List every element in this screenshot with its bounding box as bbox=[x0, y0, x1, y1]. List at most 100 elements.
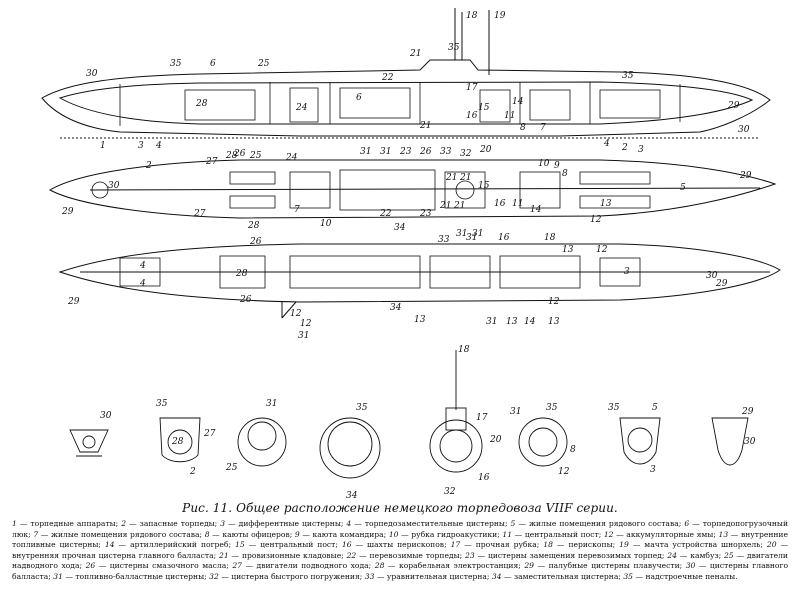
legend-text: двигатели подводного хода; bbox=[256, 561, 372, 571]
label-28-deck: 28 bbox=[225, 151, 238, 161]
label-9-deck: 9 bbox=[554, 161, 560, 171]
lower-plan-view bbox=[58, 243, 781, 319]
label-4b-profile: 4 bbox=[603, 139, 610, 149]
legend-text: палубные цистерны плавучести; bbox=[548, 561, 683, 571]
legend-text: цистерны смазочного масла; bbox=[109, 561, 229, 571]
label-28-lower: 28 bbox=[235, 269, 248, 279]
label-30-deck: 30 bbox=[108, 181, 120, 191]
legend-text: цистерны замещения перевозимых торпед; bbox=[487, 550, 665, 560]
legend-number: 23 bbox=[465, 550, 475, 560]
legend-number: 9 bbox=[294, 529, 300, 539]
legend-number: 22 bbox=[346, 550, 357, 560]
label-26-lower: 26 bbox=[249, 237, 262, 247]
legend-number: 11 bbox=[502, 529, 513, 539]
legend-text: прочная рубка; bbox=[475, 540, 540, 550]
label-12b-lower: 12 bbox=[300, 319, 312, 329]
legend-number: 4 bbox=[346, 519, 352, 528]
label-23b-deck: 23 bbox=[419, 209, 432, 219]
label-27-section: 27 bbox=[203, 429, 216, 439]
label-8-deck: 8 bbox=[562, 169, 568, 179]
legend-number: 13 bbox=[718, 529, 729, 539]
label-20-profile: 20 bbox=[479, 145, 492, 155]
legend-number: 25 bbox=[723, 550, 734, 560]
legend-number: 19 bbox=[619, 540, 629, 550]
legend-text: надстроечные пеналы. bbox=[645, 571, 738, 581]
label-14-deck: 14 bbox=[530, 205, 542, 215]
legend-text: каюта командира; bbox=[312, 529, 387, 539]
label-30b-profile: 30 bbox=[738, 125, 750, 135]
label-35c-profile: 35 bbox=[622, 71, 634, 81]
legend-number: 5 bbox=[510, 519, 516, 528]
figure-caption: Рис. 11. Общее расположение немецкого то… bbox=[182, 501, 618, 515]
legend-number: 16 bbox=[341, 540, 352, 550]
label-12-deck: 12 bbox=[590, 215, 602, 225]
legend-number: 10 bbox=[388, 529, 399, 539]
legend-text: торпедозаместительные цистерны; bbox=[364, 519, 508, 528]
label-28-profile: 28 bbox=[195, 99, 208, 109]
legend-number: 24 bbox=[667, 550, 677, 560]
label-6b-profile: 6 bbox=[356, 93, 362, 103]
label-11-profile: 11 bbox=[504, 111, 515, 121]
legend-number: 2 bbox=[121, 519, 127, 528]
legend-text: центральный пост; bbox=[260, 540, 338, 550]
label-5-section: 5 bbox=[652, 403, 658, 413]
legend-number: 35 bbox=[623, 571, 634, 581]
label-27-deck: 27 bbox=[193, 209, 206, 219]
label-29-section: 29 bbox=[741, 407, 754, 417]
label-15-deck: 15 bbox=[478, 181, 490, 191]
legend-text: аккумуляторные ямы; bbox=[626, 529, 716, 539]
label-10b-deck: 10 bbox=[320, 219, 332, 229]
legend-text: мачта устройства шнорхель; bbox=[644, 540, 763, 550]
legend-text: рубка гидроакустики; bbox=[411, 529, 500, 539]
label-16-deck: 16 bbox=[494, 199, 506, 209]
label-35-profile: 35 bbox=[170, 59, 182, 69]
legend-number: 15 bbox=[235, 540, 245, 550]
legend-number: 31 bbox=[53, 571, 63, 581]
legend-number: 30 bbox=[685, 561, 696, 571]
legend-text: корабельная электростанция; bbox=[398, 561, 521, 571]
label-20-section: 20 bbox=[489, 435, 502, 445]
label-23-deck: 23 bbox=[399, 147, 412, 157]
label-31b-lower: 31 bbox=[466, 233, 477, 243]
label-31-deck: 31 bbox=[360, 147, 371, 157]
label-10-deck: 10 bbox=[538, 159, 550, 169]
label-31b-deck: 31 bbox=[380, 147, 391, 157]
callout-labels: 18 19 30 35 6 25 21 35 22 35 29 1 3 4 28… bbox=[61, 11, 756, 500]
label-13-deck: 13 bbox=[600, 199, 612, 209]
label-4-profile: 4 bbox=[155, 141, 162, 151]
label-31-section: 31 bbox=[266, 399, 277, 409]
legend-number: 1 bbox=[12, 519, 17, 528]
label-29-lower: 29 bbox=[67, 297, 80, 307]
label-18-lower: 18 bbox=[544, 233, 556, 243]
label-14-lower: 14 bbox=[524, 317, 536, 327]
label-28b-deck: 28 bbox=[247, 221, 260, 231]
legend-text: жилые помещения рядового состава; bbox=[50, 529, 203, 539]
label-13b-lower: 13 bbox=[506, 317, 518, 327]
label-12-lower: 12 bbox=[290, 309, 302, 319]
legend-number: 7 bbox=[33, 529, 39, 539]
legend-number: 28 bbox=[374, 561, 385, 571]
cross-sections bbox=[69, 350, 749, 479]
label-34-deck: 34 bbox=[394, 223, 406, 233]
legend-text: перевозимые торпеды; bbox=[369, 550, 463, 560]
label-21-profile: 21 bbox=[409, 49, 421, 59]
label-4b-lower: 4 bbox=[139, 279, 146, 289]
label-31b-section: 31 bbox=[510, 407, 521, 417]
legend-number: 29 bbox=[524, 561, 535, 571]
label-5-deck: 5 bbox=[680, 183, 686, 193]
label-16-profile: 16 bbox=[466, 111, 478, 121]
label-18-section: 18 bbox=[458, 345, 470, 355]
label-28-section: 28 bbox=[171, 437, 184, 447]
label-8-section: 8 bbox=[570, 445, 576, 455]
label-32-section: 32 bbox=[444, 487, 456, 497]
label-31c-lower: 31 bbox=[486, 317, 497, 327]
label-29-profile: 29 bbox=[727, 101, 740, 111]
legend-text: внутренние топливные цистерны; bbox=[12, 529, 788, 550]
label-34-section: 34 bbox=[346, 491, 358, 500]
label-26-deck: 26 bbox=[419, 147, 432, 157]
label-17-profile: 17 bbox=[466, 83, 478, 93]
label-7-profile: 7 bbox=[540, 123, 546, 133]
label-2-section: 2 bbox=[189, 467, 196, 477]
legend-number: 26 bbox=[85, 561, 96, 571]
legend-number: 33 bbox=[364, 571, 375, 581]
